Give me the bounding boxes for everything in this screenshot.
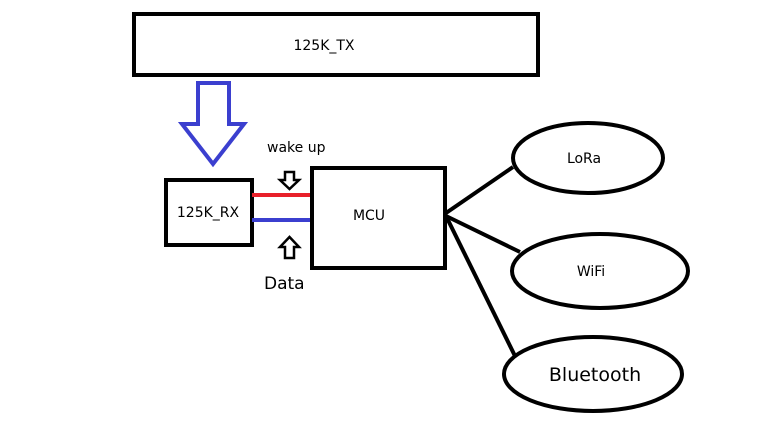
lora-label: LoRa <box>567 151 601 167</box>
lora-node: LoRa <box>511 121 665 195</box>
tx-block: 125K_TX <box>132 12 540 77</box>
bluetooth-label: Bluetooth <box>549 364 641 386</box>
data-label: Data <box>264 274 305 294</box>
mcu-bluetooth-link <box>444 215 517 357</box>
down-arrow-icon <box>177 81 249 168</box>
data-arrow-icon <box>277 235 302 260</box>
wifi-node: WiFi <box>510 232 690 310</box>
wifi-label: WiFi <box>577 264 605 280</box>
mcu-block: MCU <box>310 166 447 270</box>
rx-block-label: 125K_RX <box>177 205 240 221</box>
mcu-block-label: MCU <box>353 208 385 224</box>
mcu-lora-link <box>444 165 515 215</box>
rx-block: 125K_RX <box>164 178 254 247</box>
bluetooth-node: Bluetooth <box>502 335 684 413</box>
wake-up-arrow-icon <box>276 170 303 191</box>
tx-block-label: 125K_TX <box>293 38 354 54</box>
wake-up-label: wake up <box>267 140 326 156</box>
mcu-wifi-link <box>445 214 521 254</box>
